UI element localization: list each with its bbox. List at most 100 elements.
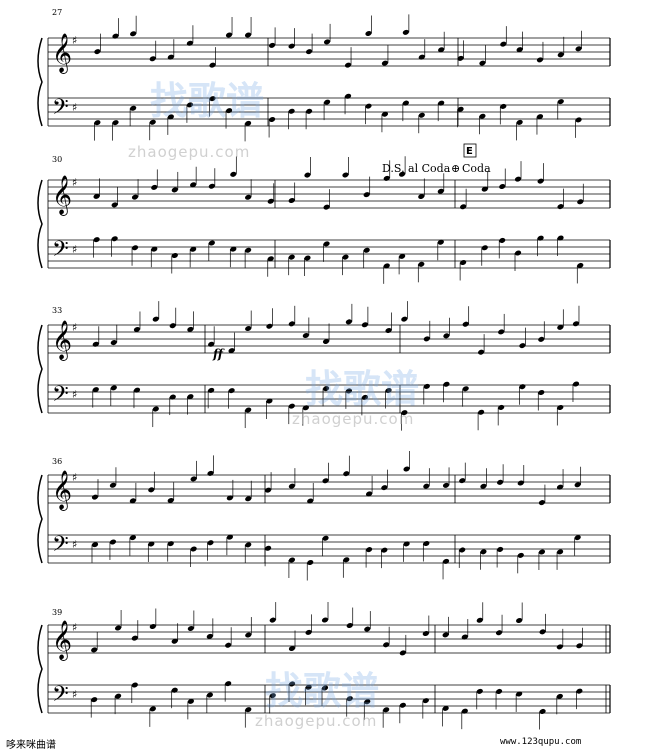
note-head: [167, 114, 174, 120]
note-head: [574, 535, 581, 541]
note-head: [443, 333, 450, 339]
note-head: [109, 539, 117, 545]
note-head: [496, 479, 504, 485]
bass-clef-icon: 𝄢: [52, 237, 69, 267]
note-head: [305, 684, 312, 690]
note-head: [418, 54, 425, 60]
note-head: [364, 699, 371, 705]
note-head: [288, 681, 296, 687]
note-head: [322, 535, 329, 541]
note-head: [557, 204, 564, 210]
note-head: [288, 43, 295, 49]
note-head: [169, 323, 176, 329]
note-head: [479, 113, 486, 119]
note-head: [536, 57, 544, 63]
note-head: [207, 540, 214, 546]
note-head: [322, 338, 330, 344]
note-head: [304, 255, 311, 261]
note-head: [187, 698, 194, 704]
note-head: [346, 623, 353, 629]
note-head: [517, 552, 524, 558]
note-head: [402, 29, 409, 35]
note-head: [149, 706, 156, 712]
note-head: [269, 617, 276, 623]
brace: [37, 624, 43, 714]
note-head: [460, 260, 467, 266]
brace: [37, 474, 43, 564]
note-head: [130, 31, 137, 37]
note-head: [323, 99, 331, 105]
key-signature-sharp-icon: ♯: [72, 34, 77, 47]
note-head: [457, 106, 464, 112]
note-head: [151, 184, 158, 190]
note-head: [365, 547, 373, 553]
note-head: [288, 321, 295, 327]
note-head: [288, 254, 295, 260]
note-head: [186, 40, 194, 46]
note-head: [171, 252, 178, 258]
note-head: [383, 642, 390, 648]
rehearsal-mark-e: E: [466, 146, 473, 157]
note-head: [576, 688, 583, 694]
note-head: [131, 682, 138, 688]
note-head: [264, 487, 272, 493]
note-head: [225, 681, 232, 687]
note-head: [152, 406, 159, 412]
note-head: [245, 707, 252, 713]
note-head: [93, 237, 100, 243]
treble-clef-icon: 𝄞: [52, 320, 72, 361]
note-head: [364, 626, 371, 632]
note-head: [323, 39, 331, 45]
key-signature-sharp-icon: ♯: [72, 388, 77, 401]
key-signature-sharp-icon: ♯: [72, 101, 77, 114]
note-head: [171, 638, 178, 644]
note-head: [498, 329, 505, 335]
note-head: [93, 193, 100, 199]
note-head: [305, 108, 313, 114]
note-head: [190, 476, 197, 482]
key-signature-sharp-icon: ♯: [72, 688, 77, 701]
note-head: [514, 176, 522, 182]
note-head: [187, 326, 194, 332]
note-head: [459, 547, 466, 553]
note-head: [479, 60, 486, 66]
note-head: [208, 387, 215, 393]
note-head: [288, 108, 295, 114]
note-head: [363, 192, 370, 198]
note-head: [148, 487, 155, 493]
note-head: [481, 186, 488, 192]
note-head: [537, 178, 544, 184]
note-head: [323, 204, 330, 210]
note-head: [167, 541, 174, 547]
note-head: [437, 188, 444, 194]
note-head: [423, 336, 430, 342]
note-head: [169, 394, 176, 400]
note-head: [129, 535, 137, 541]
note-head: [288, 557, 296, 563]
note-head: [442, 705, 449, 711]
note-head: [556, 484, 564, 490]
system-5: 𝄞♯𝄢♯: [37, 620, 611, 714]
note-head: [516, 617, 523, 623]
note-head: [574, 482, 581, 488]
note-head: [129, 498, 137, 504]
note-head: [167, 497, 174, 503]
note-head: [361, 394, 369, 400]
note-head: [288, 197, 295, 203]
brace: [37, 37, 43, 127]
footer-site-url: www.123qupu.com: [500, 737, 582, 747]
note-head: [496, 546, 504, 552]
note-head: [131, 194, 139, 200]
note-head: [438, 47, 445, 53]
note-head: [343, 471, 350, 477]
coda-sign: ⊕: [451, 162, 460, 175]
note-head: [402, 100, 409, 106]
note-head: [109, 482, 117, 488]
note-head: [151, 246, 158, 252]
note-head: [459, 478, 466, 484]
note-head: [418, 261, 425, 267]
note-head: [516, 47, 523, 53]
bass-clef-icon: 𝄢: [52, 532, 69, 562]
note-head: [152, 316, 159, 322]
note-head: [422, 631, 429, 637]
